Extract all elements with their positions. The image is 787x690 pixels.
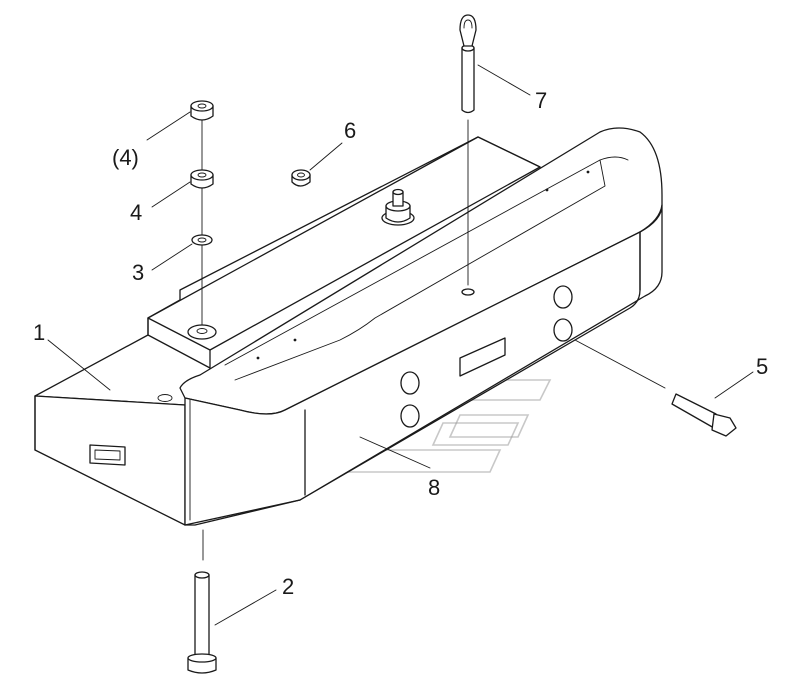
callout-8: 8 xyxy=(428,475,440,500)
callout-2: 2 xyxy=(282,574,294,599)
fastener-stack xyxy=(190,100,214,326)
callout-4-parenthesized: (4) xyxy=(112,145,139,170)
callout-7: 7 xyxy=(535,88,547,113)
callout-5: 5 xyxy=(756,354,768,379)
callout-4: 4 xyxy=(130,200,142,225)
top-washer xyxy=(187,324,217,340)
bolt-part-2 xyxy=(187,529,217,674)
callout-6: 6 xyxy=(344,118,356,143)
stud-nut-assembly xyxy=(381,188,415,226)
nut-part-6 xyxy=(291,169,311,187)
callout-3: 3 xyxy=(132,260,144,285)
bolt-part-5 xyxy=(574,339,737,437)
counterweight-body xyxy=(34,127,663,526)
callout-1: 1 xyxy=(33,320,45,345)
callout-labels: (4) 4 3 1 6 7 5 8 2 xyxy=(33,88,768,599)
pin-part-7 xyxy=(459,14,477,286)
leader-lines xyxy=(47,64,754,626)
